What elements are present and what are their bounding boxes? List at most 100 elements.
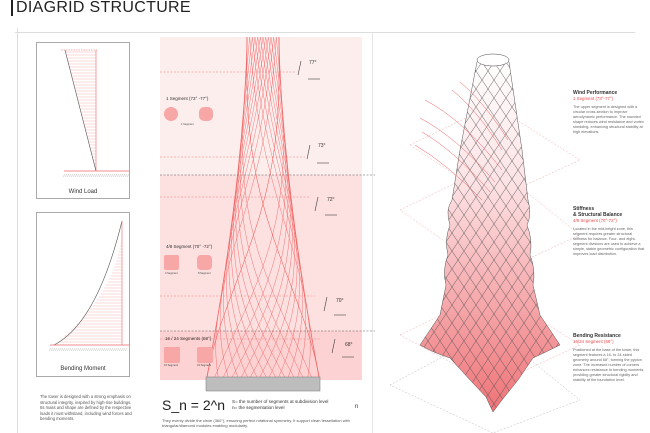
diagrid-cell xyxy=(572,170,580,188)
zone-heading: Wind Performance xyxy=(573,90,618,96)
diagrid-cell xyxy=(427,187,441,207)
diagrid-cell xyxy=(541,70,555,90)
diagrid-cell xyxy=(421,70,435,90)
rounded-section-shape xyxy=(199,107,213,121)
diagrid-cell xyxy=(433,106,447,126)
segment-label: 4/8 Segment (70° -72°) xyxy=(166,244,213,249)
diagrid-member xyxy=(206,37,280,378)
diagrid-cell xyxy=(553,196,560,216)
diagrid-cell xyxy=(445,376,459,396)
diagrid-cell xyxy=(420,232,423,252)
tower-edge xyxy=(206,37,248,378)
ground-hatch xyxy=(52,347,56,352)
diagrid-cell xyxy=(559,133,560,153)
diagrid-cell xyxy=(433,178,447,198)
diagrid-cell xyxy=(421,394,435,412)
diagrid-cell xyxy=(420,277,429,297)
elevation-caption: They evenly divide the circle (360°), en… xyxy=(162,418,350,428)
diagrid-cell xyxy=(553,214,560,234)
angle-mark xyxy=(331,338,336,354)
diagrid-cell xyxy=(541,268,555,288)
diagrid-elevation xyxy=(160,37,375,392)
diagrid-cell xyxy=(523,115,537,135)
diagrid-cell xyxy=(433,160,447,180)
diagrid-cell xyxy=(420,169,429,189)
angle-mark xyxy=(297,60,302,76)
diagrid-cell xyxy=(421,268,435,288)
zone-text: Located in the mid-height zone, this seg… xyxy=(573,227,645,256)
diagrid-cell xyxy=(566,395,578,413)
diagrid-cell xyxy=(420,196,423,216)
diagrid-cell xyxy=(427,205,441,225)
diagrid-cell xyxy=(529,214,543,234)
diagrid-cell xyxy=(572,134,580,152)
shape-label: 8 Segment xyxy=(198,272,211,275)
ground-hatch xyxy=(82,347,86,352)
diagrid-cell xyxy=(547,295,560,315)
diagrid-cell xyxy=(427,259,441,279)
wind-arrows xyxy=(414,81,509,201)
zone-subheading: 1 Segment (73°-77°) xyxy=(573,96,614,101)
diagrid-cell xyxy=(553,394,560,412)
diagrid-cell xyxy=(523,97,537,117)
angle-label: 70° xyxy=(336,298,344,304)
ground-hatch xyxy=(102,173,106,178)
ground-hatch xyxy=(56,347,60,352)
ground-hatch xyxy=(88,173,92,178)
diagrid-cell xyxy=(523,61,537,81)
ground-hatch xyxy=(76,173,80,178)
diagrid-cell xyxy=(420,367,429,387)
diagrid-cell xyxy=(572,314,580,332)
ground-hatch xyxy=(62,347,66,352)
diagrid-cell xyxy=(463,385,477,405)
diagrid-cell xyxy=(559,259,560,279)
diagrid-member xyxy=(226,37,269,378)
diagrid-cell xyxy=(420,250,423,270)
diagrid-cell xyxy=(559,331,560,351)
ground-hatch xyxy=(114,347,118,352)
diagrid-cell xyxy=(535,205,549,225)
diagrid-cell xyxy=(421,196,435,216)
diagrid-cell xyxy=(433,142,447,162)
diagrid-cell xyxy=(511,61,525,81)
ground-hatch xyxy=(100,173,104,178)
ground-hatch xyxy=(122,347,126,352)
diagrid-cell xyxy=(433,196,447,216)
diagrid-cell xyxy=(566,305,578,323)
diagrid-cell xyxy=(559,151,560,171)
angle-label: 68° xyxy=(345,342,353,348)
diagrid-cell xyxy=(553,358,560,378)
diagrid-cell xyxy=(445,124,459,144)
diagrid-cell xyxy=(529,232,543,252)
diagrid-cell xyxy=(566,143,578,161)
diagrid-cell xyxy=(553,70,560,90)
ground-hatch xyxy=(66,347,70,352)
diagrid-cell xyxy=(559,115,560,135)
diagrid-cell xyxy=(457,58,471,72)
diagrid-cell xyxy=(433,88,447,108)
ground-hatch xyxy=(92,173,96,178)
diagrid-cell xyxy=(517,394,531,412)
diagrid-member xyxy=(239,37,303,378)
bending-moment-graph xyxy=(48,220,129,352)
diagrid-cell xyxy=(523,385,537,405)
diagrid-cell xyxy=(421,232,435,252)
diagrid-member xyxy=(235,37,285,378)
definition-n: n= the segmentation level xyxy=(232,404,285,410)
angle-mark xyxy=(306,144,311,160)
diagrid-cell xyxy=(553,376,560,396)
diagrid-cell xyxy=(427,367,441,387)
diagrid-cell xyxy=(559,79,560,99)
diagrid-cell xyxy=(559,367,560,387)
diagrid-cell xyxy=(529,124,543,144)
diagrid-member xyxy=(241,37,291,378)
diagrid-cell xyxy=(457,88,471,108)
ground-hatch xyxy=(76,347,80,352)
diagrid-cell xyxy=(553,106,560,126)
angle-label: 77° xyxy=(309,60,317,66)
bending-moment-label: Bending Moment xyxy=(60,366,106,372)
diagrid-cell xyxy=(553,268,560,288)
square-section-shape xyxy=(164,255,179,270)
diagrid-cell xyxy=(541,394,555,412)
star-section-shape xyxy=(164,347,180,363)
